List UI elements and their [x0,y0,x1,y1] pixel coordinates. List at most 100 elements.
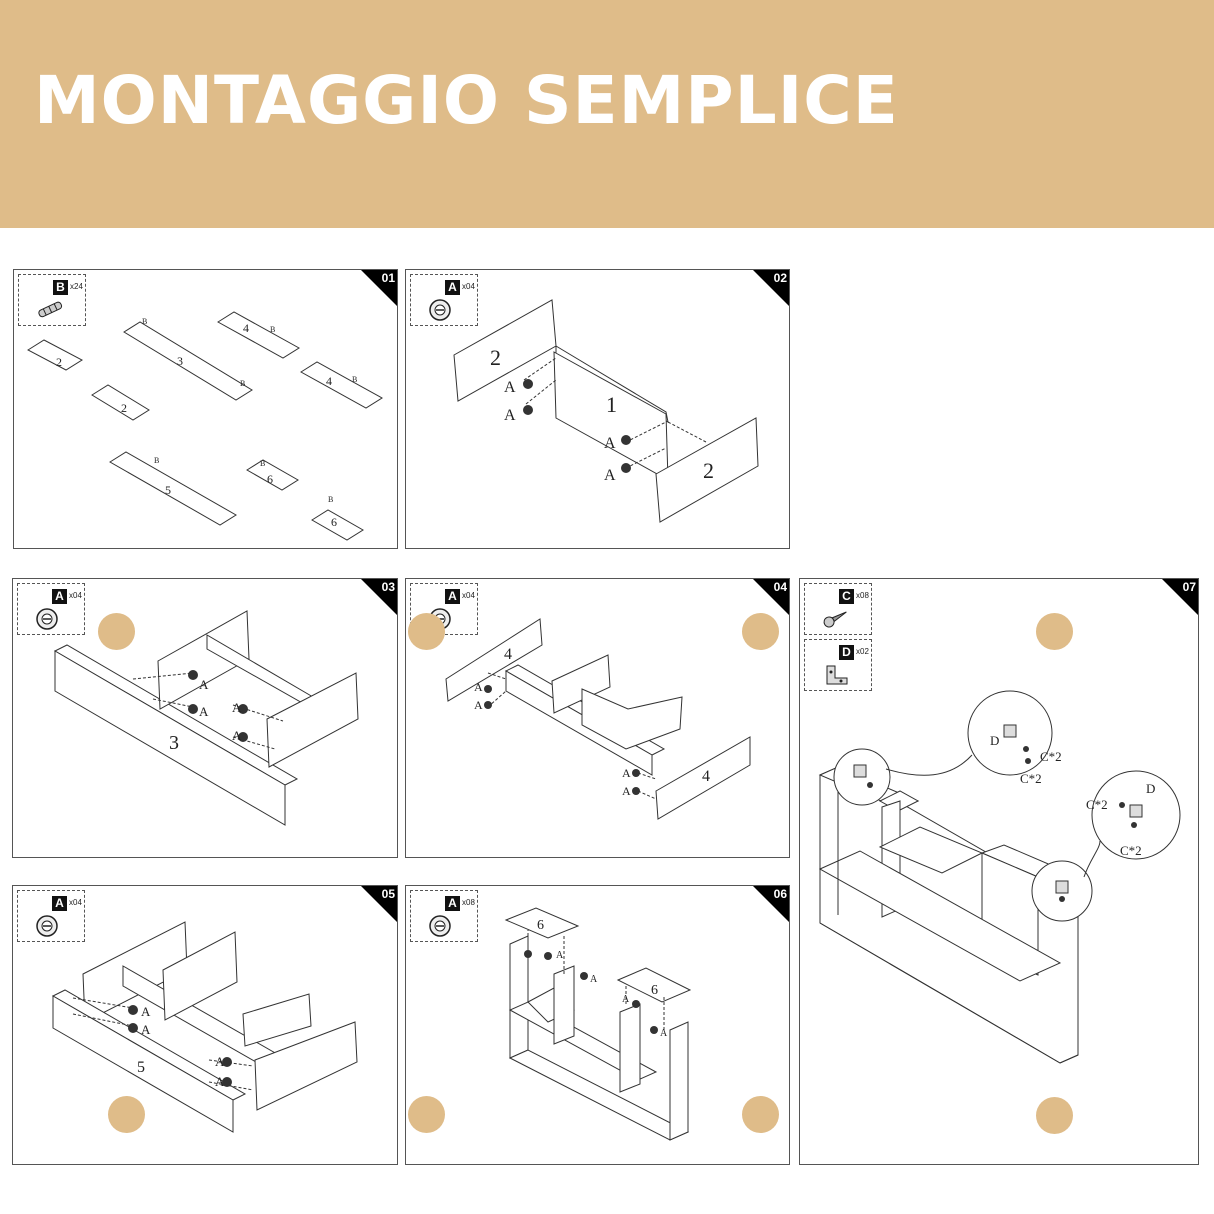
decorative-dot [408,613,445,650]
fitting-label: A [199,677,209,692]
bracket-icon [826,665,848,685]
dowel-label: B [260,459,265,468]
screw-label: C*2 [1020,771,1042,786]
bottom [508,1049,690,1141]
part-quantity: x04 [462,282,475,291]
part-quantity: x02 [856,647,869,656]
fitting-label: A [474,698,483,712]
part-box-d: D x02 [804,639,872,691]
step-07-panel: 07 [799,578,1199,1165]
step-06-drawing: 6 6 A A A A [504,907,692,1141]
fitting-label: A [504,379,516,396]
decorative-dot [1036,1097,1073,1134]
lower-shelf [818,850,1062,982]
panel-label: 6 [537,918,544,933]
part-box-a: A x04 [17,890,85,942]
step-number: 03 [381,580,395,594]
step-06-panel: 06 6 6 A A A A A x08 [405,885,790,1165]
shelf [581,688,683,750]
step-01-panel: 01 2 3 4 4 2 5 6 6 B B B B B B B B x24 [13,269,398,549]
panel-6 [311,509,364,541]
step-number: 06 [773,887,787,901]
part-box-c: C x08 [804,583,872,635]
panel-6 [246,459,299,491]
step-04-panel: 04 4 4 A A A A A x04 [405,578,790,858]
dowel-label: B [154,456,159,465]
screw-label: C*2 [1086,797,1108,812]
bracket-label: D [990,733,999,748]
panel-label: 6 [331,515,337,529]
dowel-label: B [352,375,357,384]
panel-label: 2 [121,401,127,415]
screw-label: C*2 [1040,749,1062,764]
part-letter: D [839,645,854,660]
panel-label: 6 [267,472,273,486]
part-letter: B [53,280,68,295]
part-quantity: x04 [69,591,82,600]
part-quantity: x04 [462,591,475,600]
decorative-dot [108,1096,145,1133]
dowel-label: B [328,495,333,504]
divider [553,965,575,1045]
decorative-dot [1036,613,1073,650]
fitting-label: A [504,407,516,424]
step-number: 01 [381,271,395,285]
side-panel [254,1021,358,1111]
step-07-drawing: D C*2 C*2 D C*2 C*2 [818,690,1181,1064]
fitting-label: A [232,728,242,743]
panel-label: 2 [490,345,501,370]
part-box-a: A x04 [17,583,85,635]
panel-4 [300,361,383,409]
cam-lock-icon [429,915,451,937]
divider [619,1003,641,1093]
panel-4 [217,311,300,359]
divider [162,931,238,1021]
panel-label: 4 [243,321,249,335]
fitting-label: A [622,784,631,798]
shelf [242,993,312,1047]
panel-5 [52,995,234,1133]
panel-label: 2 [703,458,714,483]
panel-label: 3 [169,732,179,754]
part-letter: C [839,589,854,604]
decorative-dot [98,613,135,650]
side-panel [266,672,359,768]
dowel-icon [38,301,63,318]
panel-label: 1 [606,392,617,417]
step-number: 05 [381,887,395,901]
panel-label: 5 [165,483,171,497]
part-quantity: x04 [69,898,82,907]
part-quantity: x08 [462,898,475,907]
panel-6 [616,967,692,1003]
step-03-drawing: 3 A A A A [53,610,359,826]
fitting-label: A [474,680,483,694]
step-02-drawing: 2 1 2 A A A A [453,299,759,523]
fitting-label: A [604,435,616,452]
part-letter: A [445,280,460,295]
screw-icon [823,611,847,628]
cam-lock-icon [429,299,451,321]
panel-3 [123,321,253,401]
panel-2 [26,339,84,371]
panel-label: 4 [504,646,512,663]
fitting-label: A [604,467,616,484]
panel-6 [504,907,580,939]
fitting-label: A [660,1028,668,1039]
title-banner: MONTAGGIO SEMPLICE [0,0,1214,228]
step-03-panel: 03 3 A A A A A x04 [12,578,398,858]
step-01-drawing: 2 3 4 4 2 5 6 6 B B B B B B B [26,311,383,541]
dowel-label: B [142,317,147,326]
fitting-label: A [622,766,631,780]
part-letter: A [445,896,460,911]
step-number: 07 [1182,580,1196,594]
part-letter: A [445,589,460,604]
part-quantity: x24 [70,282,83,291]
screw-label: C*2 [1120,843,1142,858]
page-title: MONTAGGIO SEMPLICE [34,62,899,139]
part-box-a: A x04 [410,274,478,326]
decorative-dot [742,1096,779,1133]
cam-lock-icon [36,915,58,937]
dowel-label: B [240,379,245,388]
part-box-a: A x08 [410,890,478,942]
step-05-panel: 05 5 A A A A A x04 [12,885,398,1165]
